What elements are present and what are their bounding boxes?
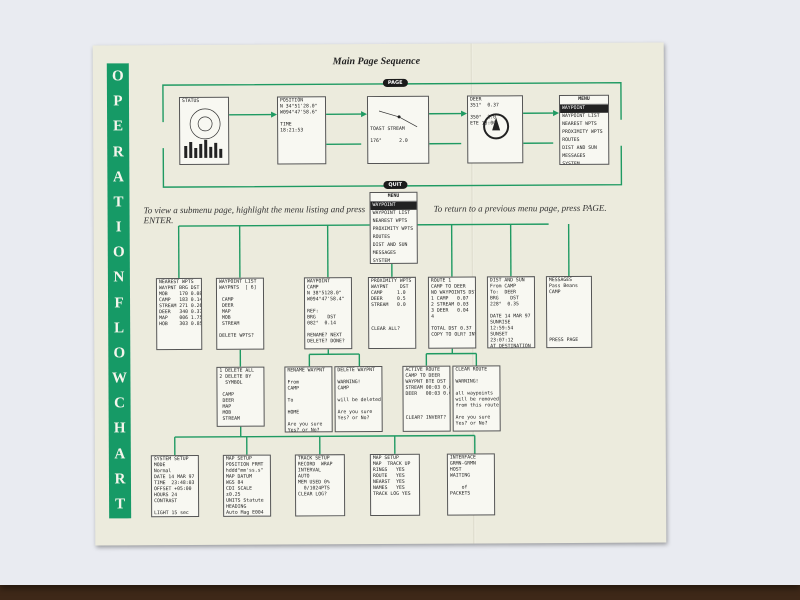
menu-item: ROUTES [562, 137, 580, 144]
dist-and-sun-screen: DIST AND SUN From CAMP To: DEER BRG DST … [486, 276, 536, 349]
quit-button: QUIT [383, 180, 408, 189]
menu-item: MESSAGES [372, 250, 396, 257]
menu-item: WAYPOINT [560, 104, 609, 114]
map-plot-icon [378, 110, 418, 128]
system-setup-screen: SYSTEM SETUP MODE Normal DATE 14 MAR 97 … [150, 454, 200, 518]
menu-item: ROUTES [372, 234, 391, 241]
route-screen: ROUTE 1 CAMP TO DEER NO WAYPOINTS DST 1 … [427, 276, 477, 349]
menu-item: DIST AND SUN [562, 145, 597, 152]
proximity-waypoints-screen: PROXIMITY WPTS WAYPNT DST CAMP 1.0 DEER … [367, 276, 417, 350]
menu-item: SYSTEM [372, 258, 391, 265]
flowchart-connectors [162, 82, 623, 456]
delete-waypoints-screen: 1 DELETE ALL 2 DELETE BY SYMBOL CAMP DEE… [216, 366, 265, 427]
menu-item: PROXIMITY WPTS [372, 226, 414, 233]
menu-item: WAYPOINT [370, 201, 417, 211]
menu-item: WAYPOINT LIST [372, 210, 411, 217]
nearest-waypoints-screen: NEAREST WPTS WAYPNT BRG DST MOB 170 0.08… [155, 277, 203, 351]
menu-item: SYSTEM [562, 161, 580, 166]
messages-screen: MESSAGES Pass Beans CAMP PRESS PAGE [545, 275, 593, 349]
delete-waypoint-screen: DELETE WAYPNT WARNING! CAMP will be dele… [334, 365, 383, 433]
menu-item: MENU [559, 95, 609, 106]
page-button: PAGE [382, 78, 408, 87]
menu-item: NEAREST WPTS [372, 218, 408, 225]
navigation-page-screen: DEER 351° 0.37 350° 2.0 ETE 10:00 [466, 95, 524, 164]
compass-icon [483, 113, 510, 140]
map-page-screen: TOAST STREAM 176° 2.0 [366, 95, 430, 165]
return-instruction: To return to a previous menu page, press… [433, 202, 607, 214]
position-page-screen: POSITION N 34°51'28.0" W094°47'58.6" TIM… [276, 96, 327, 165]
menu-item: NEAREST WPTS [562, 121, 597, 128]
menu-item: DIST AND SUN [372, 242, 408, 249]
menu-item: MESSAGES [562, 153, 586, 160]
satellite-sky-icon [184, 108, 223, 159]
clear-route-screen: CLEAR ROUTE WARNING! all waypoints will … [452, 365, 501, 432]
waypoint-screen: WAYPOINT CAMP N 38°5128.0" W094°47'58.4"… [303, 277, 353, 350]
menu-item: PROXIMITY WPTS [562, 129, 603, 136]
submenu-instruction: To view a submenu page, highlight the me… [143, 204, 366, 226]
waypoint-list-screen: WAYPOINT LIST WAYPNTS [ 6] CAMP DEER MAP… [215, 277, 265, 350]
map-setup-screen: MAP SETUP POSITION FRMT hddd°mm'ss.s" MA… [222, 454, 272, 517]
status-page-screen: STATUS [178, 96, 230, 166]
menu-item: MENU [370, 192, 417, 203]
active-route-screen: ACTIVE ROUTE CAMP TO DEER WAYPNT BTE DST… [402, 365, 451, 432]
navigation-setup-screen: MAP SETUP MAP TRACK UP RINGS YES ROUTE Y… [369, 453, 421, 517]
interface-screen: INTERFACE GRMN-GRMN HOST WAITING of PACK… [446, 453, 496, 516]
rename-waypoint-screen: RENAME WAYPNT From CAMP To HOME Are you … [284, 366, 333, 433]
menu-item: WAYPOINT LIST [562, 113, 600, 120]
track-setup-screen: TRACK SETUP RECORD WRAP INTERVAL AUTO ME… [294, 454, 346, 517]
